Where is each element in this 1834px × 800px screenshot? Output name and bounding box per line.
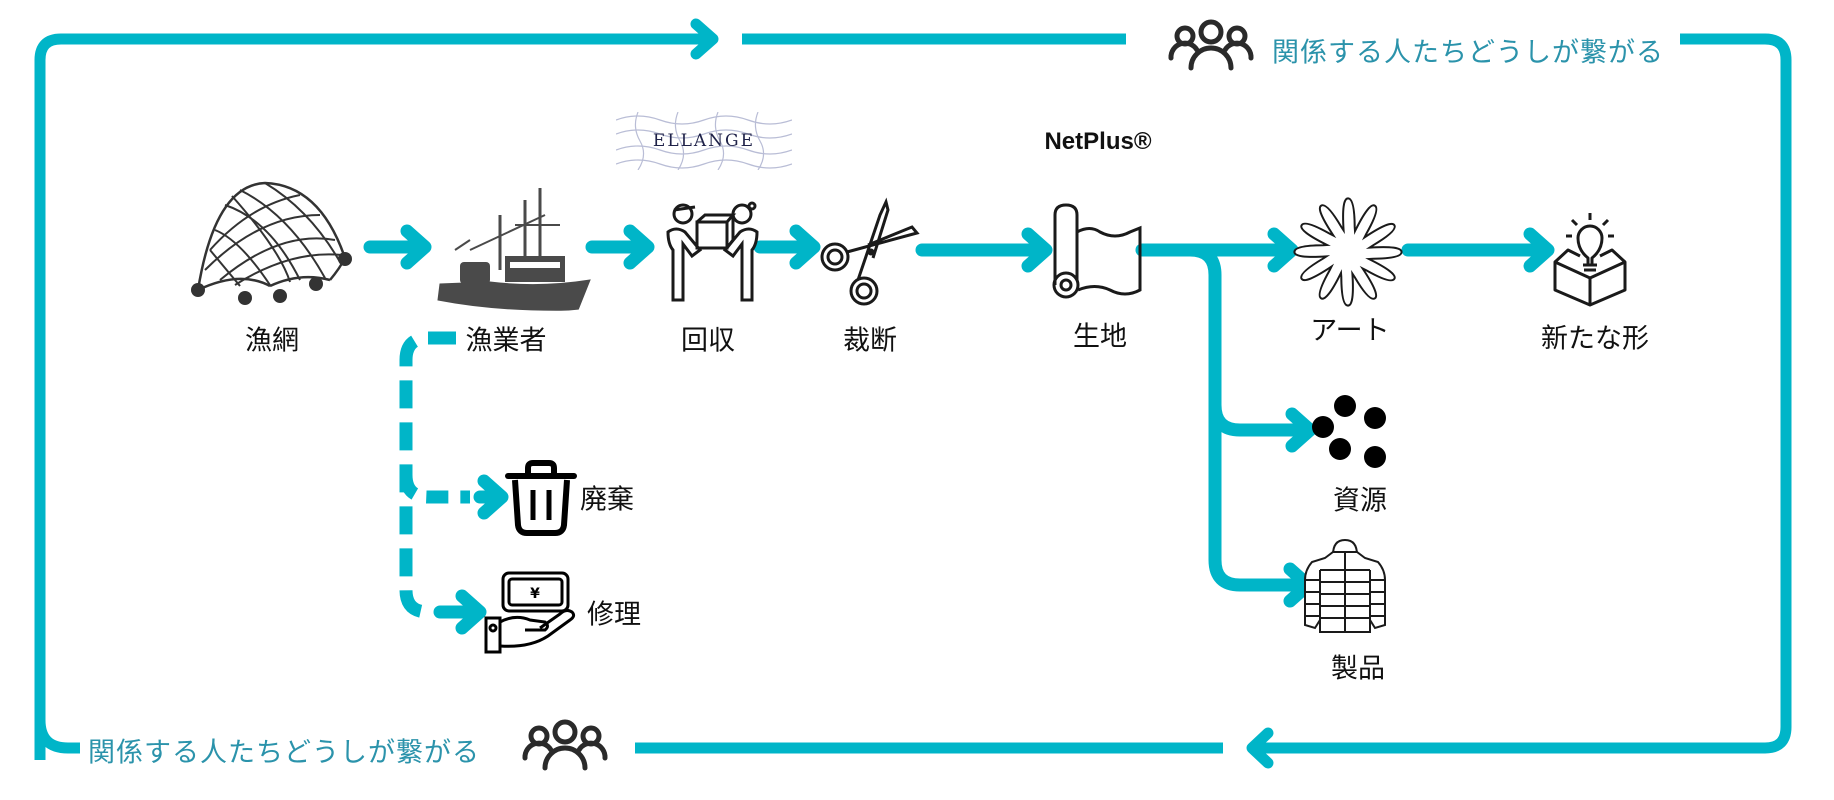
- arrow-collection-to-cutting: [753, 224, 821, 270]
- loop-label-top: 関係する人たちどうしが繋がる: [1272, 37, 1664, 69]
- fishing-net-icon: [191, 181, 352, 305]
- fabric-roll-icon: [1052, 203, 1142, 299]
- label-repair: 修理: [587, 599, 641, 631]
- label-art: アート: [1310, 315, 1390, 347]
- loop-border: [34, 18, 1792, 769]
- arrow-fisher-to-collection: [585, 224, 655, 270]
- label-disposal: 廃棄: [580, 484, 634, 516]
- down-jacket-icon: [1304, 538, 1386, 633]
- yen-symbol: ¥: [530, 586, 540, 602]
- arrow-to-repair: [433, 589, 487, 635]
- label-fisher: 漁業者: [465, 325, 547, 357]
- handover-box-icon: [666, 201, 759, 302]
- arrow-art-to-newform: [1401, 227, 1555, 273]
- arrow-cutting-to-fabric: [915, 227, 1053, 273]
- money-hand-icon: [484, 571, 576, 654]
- branch-to-resource: [1208, 398, 1317, 453]
- pellets-icon: [1312, 395, 1386, 468]
- arrow-to-disposal: [473, 474, 509, 520]
- label-fabric: 生地: [1073, 321, 1127, 353]
- label-fishing-net: 漁網: [245, 325, 299, 357]
- fishing-boat-icon: [437, 188, 591, 315]
- dashed-branch-to-disposal: [399, 474, 470, 504]
- fisher-branches: [399, 331, 509, 635]
- loop-bottom-left-corner: [34, 719, 80, 754]
- people-group-icon: [525, 722, 605, 768]
- arrow-net-to-fisher: [363, 224, 432, 270]
- label-product: 製品: [1331, 653, 1385, 685]
- loop-top-right-segment: [1254, 33, 1792, 754]
- loop-label-bottom: 関係する人たちどうしが繋がる: [88, 737, 480, 769]
- ellange-brand-text: ELLANGE: [652, 131, 756, 151]
- people-group-icon: [1171, 22, 1251, 68]
- loop-top-arrowhead: [690, 18, 719, 60]
- starburst-icon: [1293, 197, 1403, 307]
- scissors-icon: [820, 197, 920, 306]
- lightbulb-box-icon: [1553, 213, 1627, 307]
- label-cutting: 裁断: [843, 325, 897, 357]
- label-resource: 資源: [1333, 485, 1387, 517]
- ellange-logo: ELLANGE: [616, 112, 792, 170]
- loop-bottom-arrowhead: [1246, 727, 1274, 769]
- label-collection: 回収: [681, 325, 735, 357]
- trash-can-icon: [505, 460, 577, 536]
- arrow-fabric-to-art: [1135, 227, 1299, 273]
- netplus-brand: NetPlus®: [1044, 128, 1152, 155]
- label-new-form: 新たな形: [1541, 323, 1649, 355]
- dashed-branch-line: [399, 331, 456, 619]
- loop-top-left-segment: [34, 33, 710, 760]
